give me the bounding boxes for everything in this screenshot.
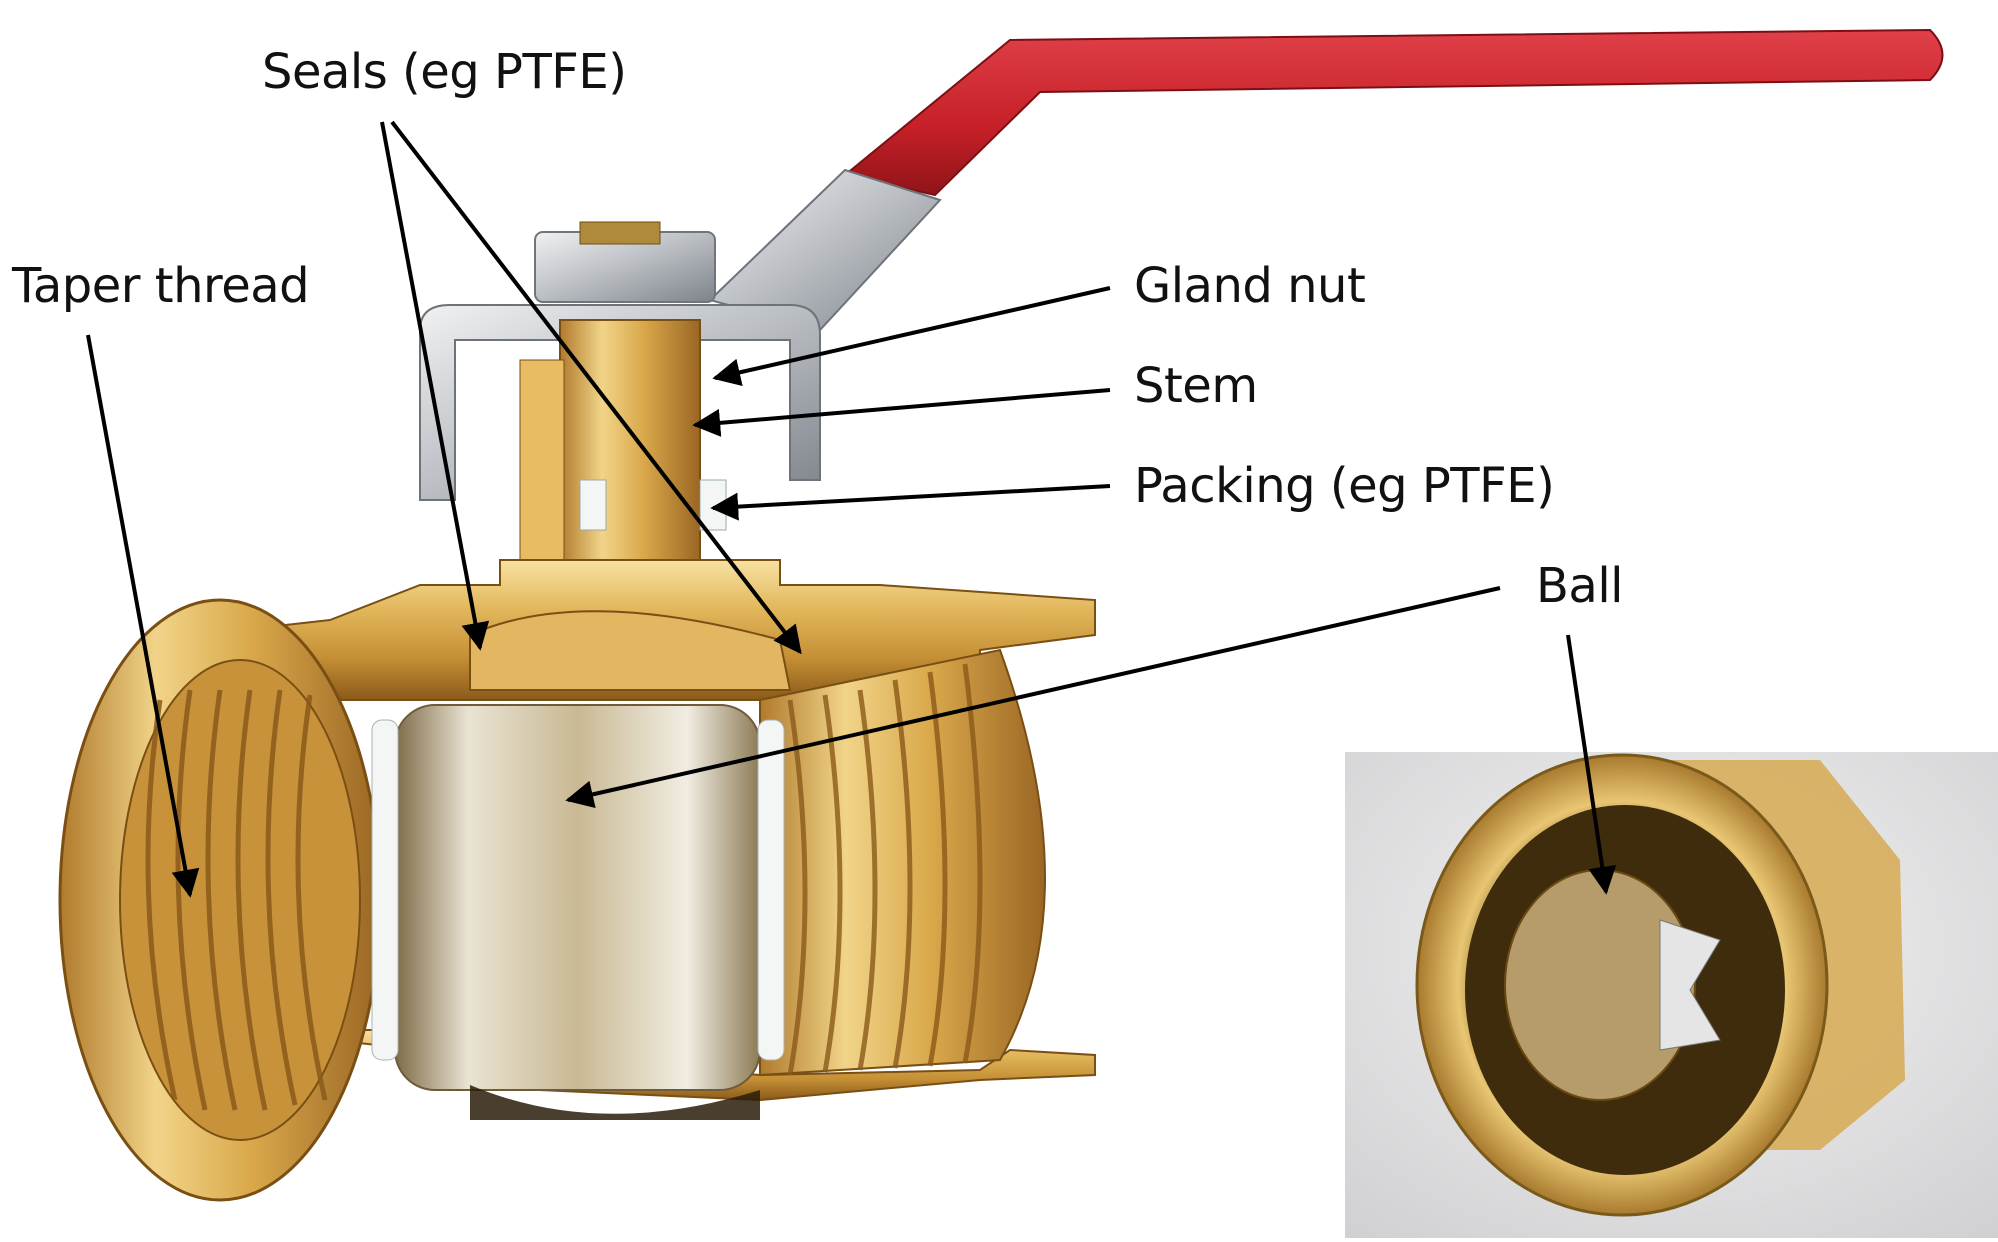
seal-right	[757, 719, 785, 1061]
label-seals: Seals (eg PTFE)	[262, 44, 627, 100]
label-packing: Packing (eg PTFE)	[1134, 458, 1555, 514]
seal-left	[371, 719, 399, 1061]
arrow-ball-main	[565, 586, 1501, 809]
label-stem: Stem	[1134, 358, 1258, 414]
gland-nut-assembly	[419, 221, 821, 611]
handle	[708, 28, 1944, 332]
inset-photo	[1345, 752, 1998, 1238]
arrow-packing	[710, 484, 1111, 521]
arrow-taper-thread	[86, 334, 200, 898]
ball	[394, 704, 761, 1091]
valve-body	[58, 559, 1096, 1202]
arrow-gland-nut	[712, 286, 1111, 387]
packing-seal	[579, 479, 607, 531]
handle-grip	[842, 28, 1944, 197]
arrow-ball-inset	[1566, 634, 1617, 895]
annotation-arrows	[86, 120, 1617, 898]
label-ball: Ball	[1536, 558, 1624, 614]
label-gland-nut: Gland nut	[1134, 258, 1366, 314]
handle-bracket	[419, 304, 821, 501]
arrow-seals-left	[380, 121, 490, 651]
arrow-stem	[692, 388, 1111, 437]
arrow-seals-right	[390, 120, 802, 655]
label-taper-thread: Taper thread	[12, 258, 310, 314]
